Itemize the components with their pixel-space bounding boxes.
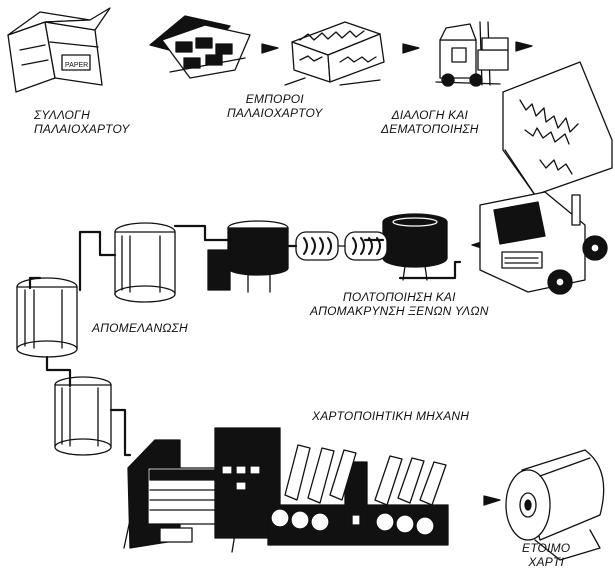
forklift-drawing <box>435 21 509 87</box>
caption-dealers: ΕΜΠΟΡΟΙ ΠΑΛΑΙΟΧΑΡΤΟΥ <box>227 92 323 120</box>
arrow-5 <box>483 495 501 506</box>
arrow-1 <box>261 43 279 54</box>
screens-drawing <box>295 231 388 261</box>
caption-collection: ΣΥΛΛΟΓΗ ΠΑΛΑΙΟΧΑΡΤΟΥ <box>34 108 130 136</box>
paper-bale-drawing <box>284 21 385 86</box>
caption-sorting: ΔΙΑΛΟΓΗ ΚΑΙ ΔΕΜΑΤΟΠΟΙΗΣΗ <box>381 108 479 136</box>
cleaner-drawing <box>207 220 289 293</box>
arrow-2 <box>402 43 420 54</box>
paper-roll-drawing <box>505 449 605 561</box>
paper-machine-drawing <box>123 427 449 553</box>
caption-paper-machine: ΧΑΡΤΟΠΟΙΗΤΙΚΗ ΜΗΧΑΝΗ <box>312 409 470 423</box>
deinking-tank-3 <box>54 376 112 456</box>
paper-stack-drawing <box>149 15 251 79</box>
pipes <box>28 224 462 457</box>
arrow-3 <box>515 41 533 52</box>
deinking-tank-1 <box>114 222 176 303</box>
caption-pulping: ΠΟΛΤΟΠΟΙΗΣΗ ΚΑΙ ΑΠΟΜΑΚΡΥΝΣΗ ΞΕΝΩΝ ΥΛΩΝ <box>310 290 489 318</box>
truck-drawing <box>479 61 613 295</box>
box-label: PAPER <box>65 62 88 69</box>
caption-deinking: ΑΠΟΜΕΛΑΝΩΣΗ <box>92 321 188 335</box>
paper-box-drawing <box>7 7 111 93</box>
deinking-tank-2 <box>16 277 78 358</box>
pulper-drawing <box>382 213 448 281</box>
caption-finished-paper: ΕΤΟΙΜΟ ΧΑΡΤΙ <box>522 541 571 569</box>
